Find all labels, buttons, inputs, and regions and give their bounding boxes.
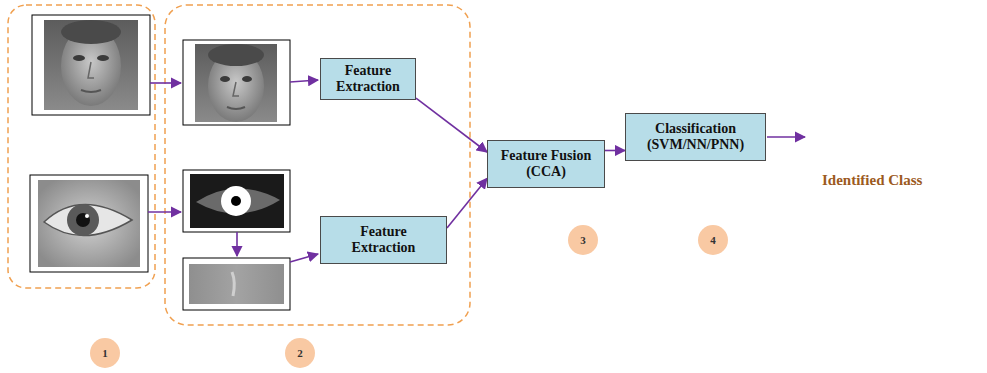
box-label: Classification (SVM/NN/PNN) [632,121,759,153]
group-outline [8,5,155,288]
box-label: Feature Fusion (CCA) [494,148,598,180]
callout-number: 1 [90,338,120,368]
callout-text: 3 [580,235,586,246]
box-label: Feature Extraction [327,63,409,95]
eye-photo [30,175,148,272]
box-label: Feature Extraction [327,224,440,256]
process-box: Feature Fusion (CCA) [487,140,605,188]
callout-text: 4 [710,235,716,246]
callout-number: 2 [285,338,315,368]
group-outline [165,5,470,325]
flow-connector [447,178,487,228]
process-box: Feature Extraction [320,216,447,264]
output-label: Identified Class [822,172,922,189]
callout-text: 2 [297,348,303,359]
face-photo [32,15,150,115]
callout-text: 1 [102,348,108,359]
segmented-eye [183,170,290,232]
callout-number: 3 [568,225,598,255]
callout-number: 4 [698,225,728,255]
flow-connector [605,150,625,152]
face-crop [183,40,290,125]
process-box: Classification (SVM/NN/PNN) [625,113,766,161]
flow-arrow [148,80,805,262]
normalized-iris [183,258,290,310]
process-box: Feature Extraction [320,58,416,100]
flow-connector [416,98,487,152]
